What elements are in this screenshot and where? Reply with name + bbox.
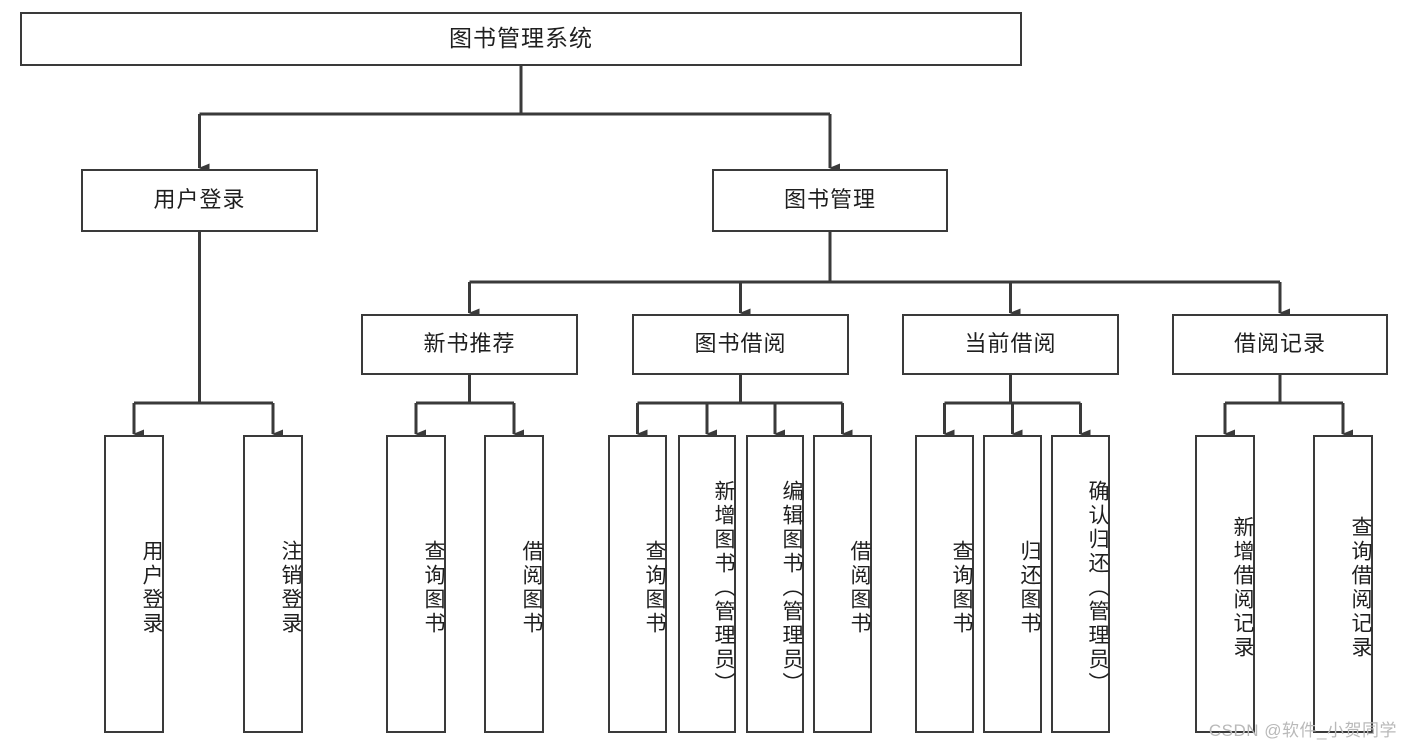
- node-leaf-edit-book-admin-label: 编辑图书（管理员）: [780, 480, 803, 696]
- node-book-manage[interactable]: 图书管理: [712, 169, 948, 232]
- node-leaf-add-borrow-record[interactable]: 新增借阅记录: [1195, 435, 1255, 733]
- node-user-login[interactable]: 用户登录: [81, 169, 318, 232]
- node-leaf-return-book-label: 归还图书: [1018, 540, 1041, 636]
- node-leaf-borrow-book-rec-label: 借阅图书: [520, 540, 543, 636]
- node-leaf-logout-label: 注销登录: [279, 540, 302, 636]
- node-book-borrow-label: 图书借阅: [694, 331, 787, 357]
- node-leaf-borrow-book[interactable]: 借阅图书: [813, 435, 872, 733]
- node-borrow-record[interactable]: 借阅记录: [1172, 314, 1388, 375]
- node-leaf-add-book-admin-label: 新增图书（管理员）: [712, 480, 735, 696]
- node-leaf-query-book-cur[interactable]: 查询图书: [915, 435, 974, 733]
- node-leaf-add-book-admin[interactable]: 新增图书（管理员）: [678, 435, 736, 733]
- node-leaf-logout[interactable]: 注销登录: [243, 435, 303, 733]
- watermark-text: CSDN @软件_小贺同学: [1208, 721, 1397, 740]
- node-leaf-query-borrow-record[interactable]: 查询借阅记录: [1313, 435, 1373, 733]
- node-leaf-add-borrow-record-label: 新增借阅记录: [1231, 516, 1254, 660]
- node-leaf-edit-book-admin[interactable]: 编辑图书（管理员）: [746, 435, 804, 733]
- node-book-manage-label: 图书管理: [783, 187, 876, 213]
- node-leaf-query-book-rec-label: 查询图书: [422, 540, 445, 636]
- node-leaf-query-book-borrow-label: 查询图书: [643, 540, 666, 636]
- node-current-borrow-label: 当前借阅: [964, 331, 1057, 357]
- node-leaf-confirm-return-admin[interactable]: 确认归还（管理员）: [1051, 435, 1110, 733]
- node-leaf-return-book[interactable]: 归还图书: [983, 435, 1042, 733]
- node-leaf-confirm-return-admin-label: 确认归还（管理员）: [1086, 480, 1109, 696]
- node-leaf-user-login-label: 用户登录: [140, 540, 163, 636]
- node-new-book-recommend[interactable]: 新书推荐: [361, 314, 578, 375]
- node-book-borrow[interactable]: 图书借阅: [632, 314, 849, 375]
- node-leaf-query-borrow-record-label: 查询借阅记录: [1349, 516, 1372, 660]
- node-leaf-query-book-cur-label: 查询图书: [950, 540, 973, 636]
- node-leaf-query-book-borrow[interactable]: 查询图书: [608, 435, 667, 733]
- node-root-label: 图书管理系统: [449, 25, 593, 52]
- node-current-borrow[interactable]: 当前借阅: [902, 314, 1119, 375]
- node-leaf-borrow-book-rec[interactable]: 借阅图书: [484, 435, 544, 733]
- node-leaf-user-login[interactable]: 用户登录: [104, 435, 164, 733]
- node-user-login-label: 用户登录: [153, 187, 246, 213]
- node-root[interactable]: 图书管理系统: [20, 12, 1022, 66]
- node-leaf-borrow-book-label: 借阅图书: [848, 540, 871, 636]
- node-leaf-query-book-rec[interactable]: 查询图书: [386, 435, 446, 733]
- node-new-book-recommend-label: 新书推荐: [423, 331, 516, 357]
- node-borrow-record-label: 借阅记录: [1233, 331, 1326, 357]
